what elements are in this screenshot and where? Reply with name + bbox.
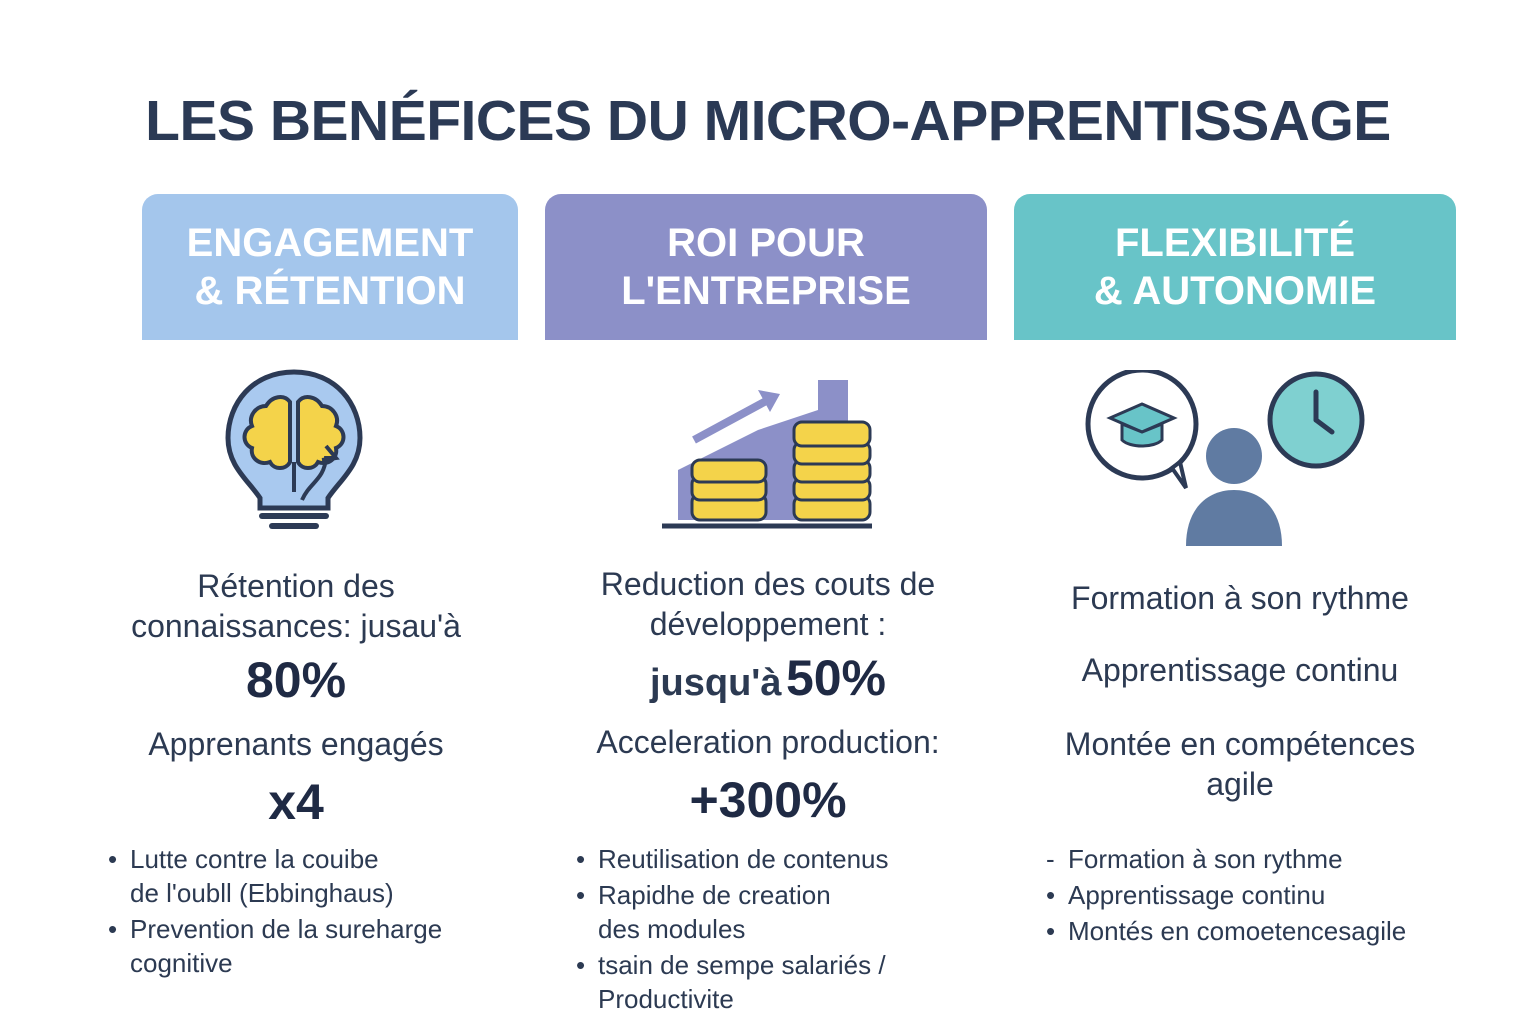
- list-item-line: Formation à son rythme: [1068, 844, 1343, 874]
- stat-value: 80%: [245, 652, 347, 708]
- list-item: Reutilisation de contenus: [576, 842, 976, 876]
- stat-value-row: jusqu'à 50%: [548, 648, 988, 708]
- header-line: ENGAGEMENT: [186, 221, 474, 265]
- list-item-line: Productivite: [598, 984, 734, 1014]
- list-item-line: Lutte contre la couibe: [130, 844, 379, 874]
- page-title: LES BENÉFICES DU MICRO-APPRENTISSAGE: [145, 89, 1391, 153]
- list-item: Rapidhe de creation des modules: [576, 878, 976, 946]
- list-item-line: tsain de sempe salariés /: [598, 950, 886, 980]
- list-item: Montés en comoetencesagile: [1046, 914, 1486, 948]
- stat-label: développement :: [649, 606, 887, 642]
- col-engagement-stats: Rétention des connaissances: jusau'à 80%…: [96, 566, 496, 832]
- list-item-line: Prevention de la sureharge: [130, 914, 443, 944]
- col-roi-stats: Reduction des couts de développement : j…: [548, 564, 988, 830]
- list-item-line: cognitive: [130, 948, 233, 978]
- header-line: & AUTONOMIE: [1093, 269, 1377, 313]
- list-item-line: Reutilisation de contenus: [598, 844, 889, 874]
- growth-coins-icon: [662, 380, 872, 529]
- list-item: Lutte contre la couibe de l'oubll (Ebbin…: [108, 842, 508, 910]
- bullet-list: Formation à son rythme Apprentissage con…: [1046, 842, 1486, 950]
- header-line: FLEXIBILITÉ: [1115, 221, 1355, 265]
- feature-item: Apprentissage continu: [1081, 652, 1399, 688]
- bullet-list: Lutte contre la couibe de l'oubll (Ebbin…: [108, 842, 508, 982]
- feature-item: agile: [1206, 766, 1274, 802]
- bullet-list: Reutilisation de contenus Rapidhe de cre…: [576, 842, 976, 1018]
- stat-label: Reduction des couts de: [600, 566, 936, 602]
- col-flexibilite-stats: Formation à son rythme Apprentissage con…: [1020, 578, 1460, 804]
- stat-prefix: jusqu'à: [649, 662, 782, 704]
- list-item: Formation à son rythme: [1046, 842, 1486, 876]
- stat-label: Apprenants engagés: [148, 726, 444, 762]
- header-line: & RÉTENTION: [194, 269, 466, 313]
- stat-value: 50%: [785, 650, 887, 706]
- header-engagement: ENGAGEMENT & RÉTENTION: [142, 194, 518, 340]
- list-item-line: Apprentissage continu: [1068, 880, 1326, 910]
- header-flexibilite: FLEXIBILITÉ & AUTONOMIE: [1014, 194, 1456, 340]
- header-roi: ROI POUR L'ENTREPRISE: [545, 194, 987, 340]
- person-graduation-clock-icon: [1085, 370, 1365, 546]
- feature-item: Formation à son rythme: [1071, 580, 1409, 616]
- list-item: Prevention de la sureharge cognitive: [108, 912, 508, 980]
- stat-label: connaissances: jusau'à: [131, 608, 461, 644]
- list-item-line: Montés en comoetencesagile: [1068, 916, 1407, 946]
- feature-item: Montée en compétences: [1064, 726, 1416, 762]
- stat-label: Rétention des: [197, 568, 395, 604]
- stat-value: x4: [268, 774, 324, 830]
- list-item-line: des modules: [598, 914, 746, 944]
- list-item-line: Rapidhe de creation: [598, 880, 831, 910]
- lightbulb-brain-icon: [225, 369, 363, 529]
- list-item: tsain de sempe salariés / Productivite: [576, 948, 976, 1016]
- header-line: L'ENTREPRISE: [621, 269, 911, 313]
- list-item-line: de l'oubll (Ebbinghaus): [130, 878, 394, 908]
- list-item: Apprentissage continu: [1046, 878, 1486, 912]
- stat-label: Acceleration production:: [596, 724, 940, 760]
- stat-value: +300%: [689, 772, 847, 828]
- header-line: ROI POUR: [667, 221, 865, 265]
